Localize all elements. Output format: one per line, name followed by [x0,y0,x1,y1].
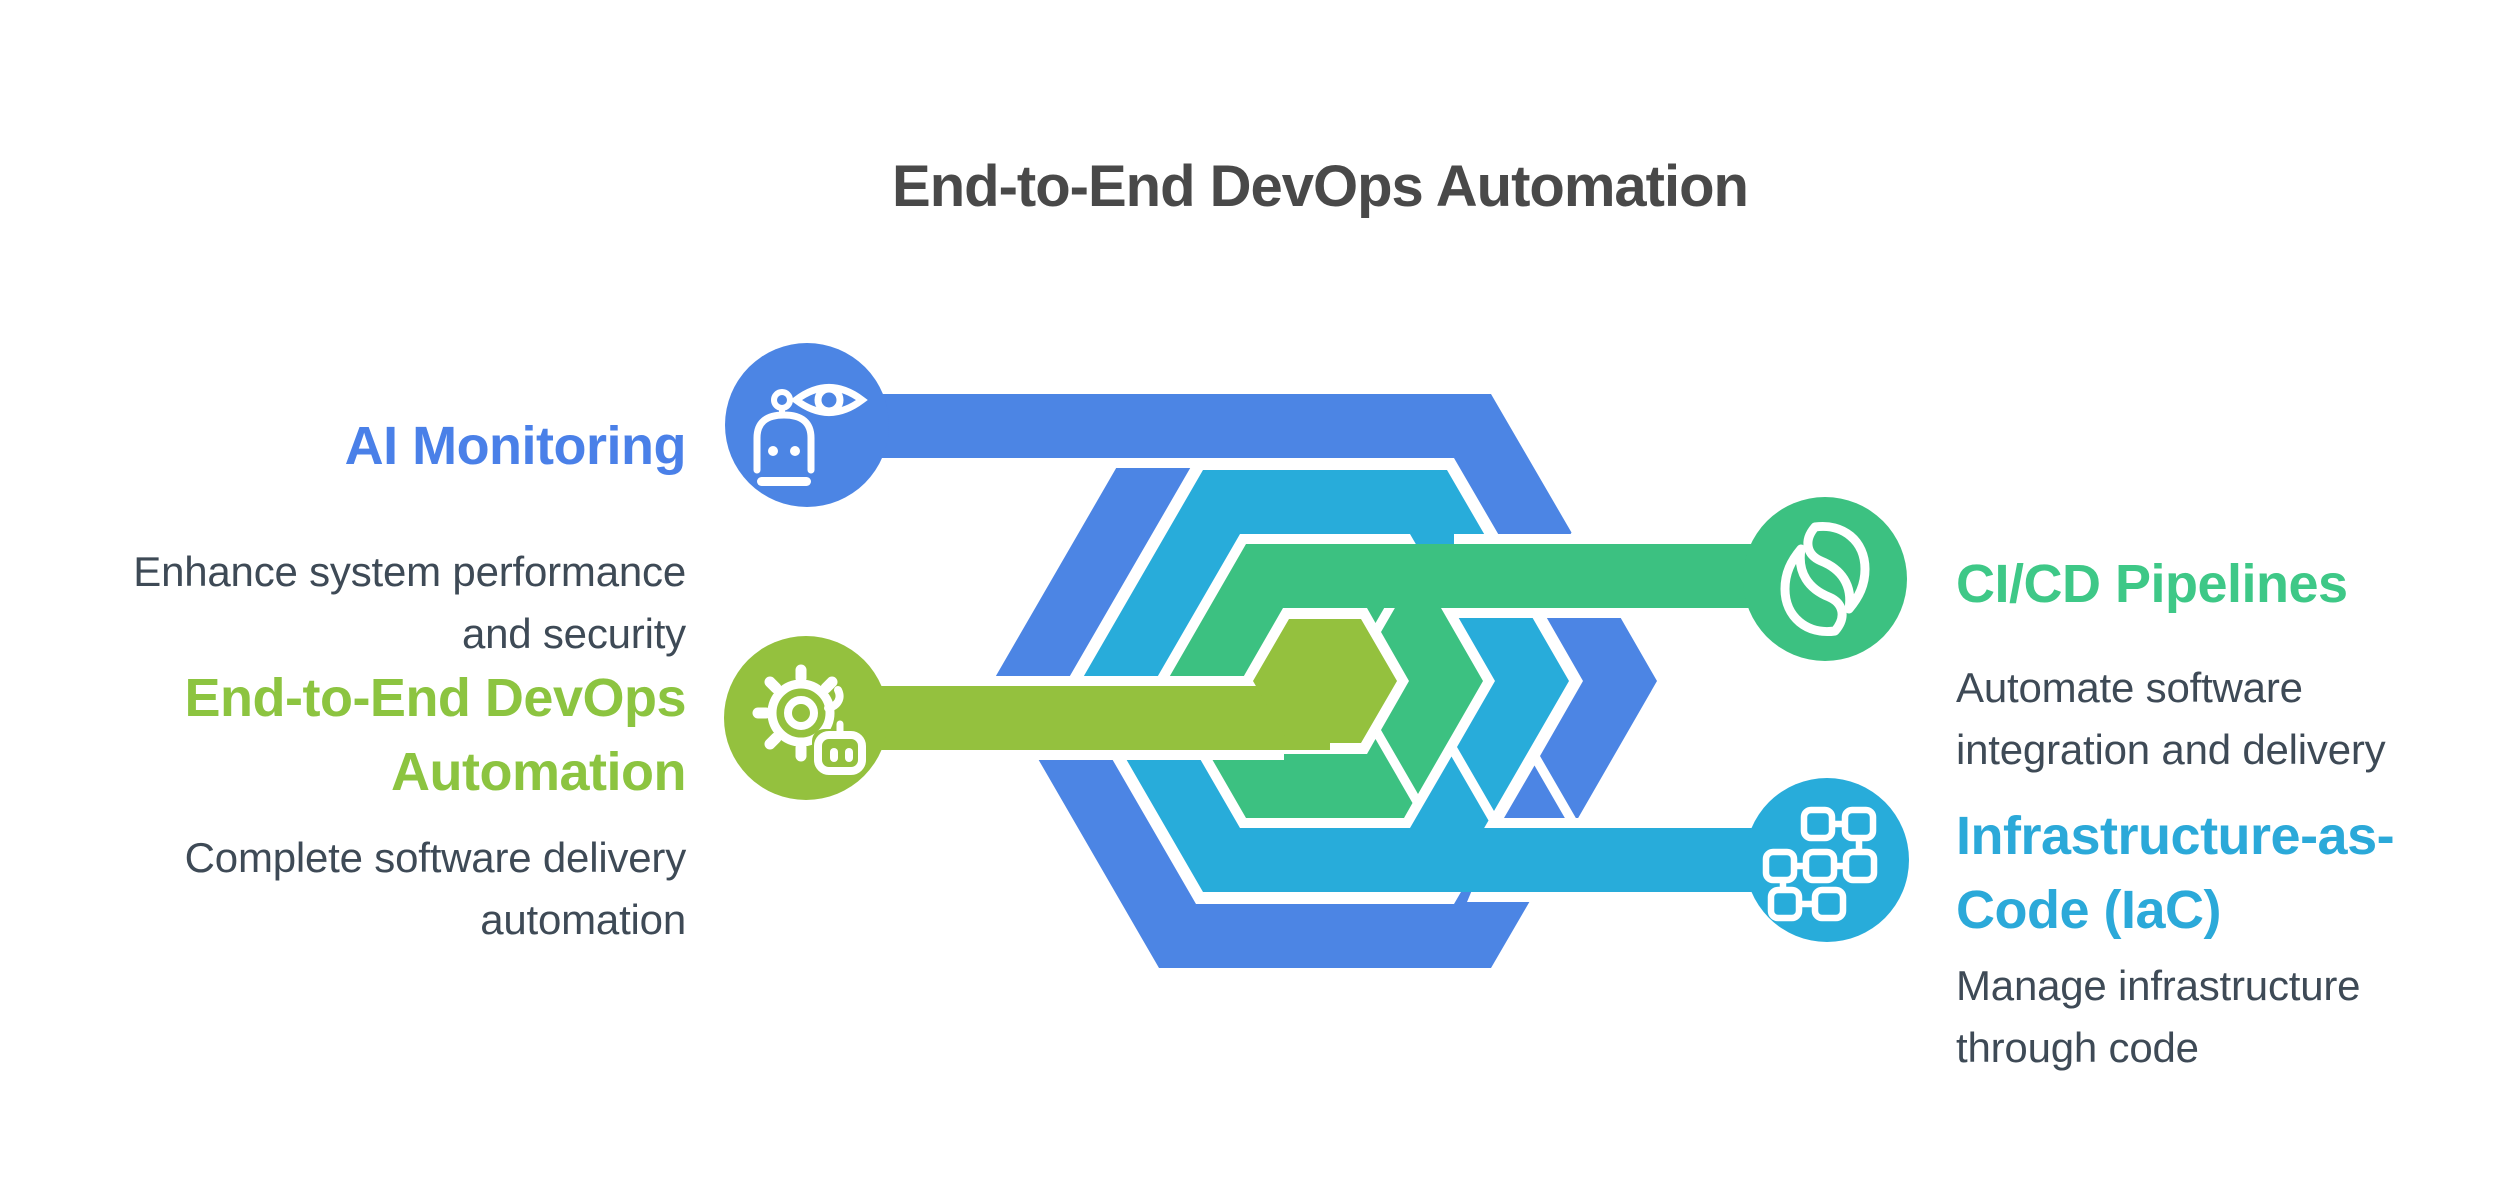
node-circle-iac [1745,778,1909,942]
gear-ring [767,679,835,747]
label-iac-line2: Code (IaC) [1956,880,2221,940]
hexagon-chevron-green [1381,568,1483,794]
net-square-r1c3 [1841,806,1877,842]
desc-devops-line1: Complete software delivery [185,834,687,881]
desc-cicd-line1: Automate software [1956,664,2303,711]
desc-ai-monitoring-line1: Enhance system performance [133,548,686,595]
desc-ai-monitoring-line2: and security [462,610,686,657]
net-square-r1c2 [1800,806,1836,842]
label-cicd: CI/CD Pipelines [1956,554,2348,614]
eye-outline [790,384,868,416]
net-square-r2c3 [1842,848,1878,884]
label-devops-line2: Automation [391,742,686,802]
eye-pupil [814,385,844,415]
s-leaf-bottom [1780,544,1847,637]
net-square-r3c2 [1811,886,1847,922]
s-loop-icon [1780,521,1870,637]
desc-cicd-line2: integration and delivery [1956,726,2386,773]
network-squares-icon [1762,806,1878,922]
label-devops-line1: End-to-End DevOps [185,668,687,728]
label-iac-line1: Infrastructure-as- [1956,806,2394,866]
robot-eye-right [790,446,800,456]
robot-mouth-bar [757,477,811,486]
desc-iac-line2: through code [1956,1024,2199,1071]
node-circle-devops-automation [724,636,888,800]
gear-robot-eye-left [830,748,838,762]
label-ai-monitoring: AI Monitoring [345,416,686,476]
robot-antenna-ball [771,389,793,411]
gear-hub [784,696,818,730]
net-square-r2c1 [1762,848,1798,884]
desc-devops-line2: automation [480,896,686,943]
net-square-r2c2 [1802,848,1838,884]
robot-eye-left [768,446,778,456]
node-circle-cicd [1743,497,1907,661]
gear-curl [824,686,844,712]
hexagon-ring-blue [993,394,1572,968]
page-title: End-to-End DevOps Automation [892,154,1748,219]
s-leaf-top [1803,521,1870,614]
gear-robot-head [814,731,866,775]
gear-robot-eye-right [845,748,853,762]
robot-eye-icon [753,384,868,486]
gear-teeth [752,664,844,762]
hexagon-center-lime [1253,619,1397,743]
hexagon-ring-cyan [1081,470,1489,892]
desc-iac-line1: Manage infrastructure [1956,962,2360,1009]
gear-bot-icon [752,664,868,777]
net-square-r3c1 [1767,886,1803,922]
gear-robot-mask [812,729,868,777]
